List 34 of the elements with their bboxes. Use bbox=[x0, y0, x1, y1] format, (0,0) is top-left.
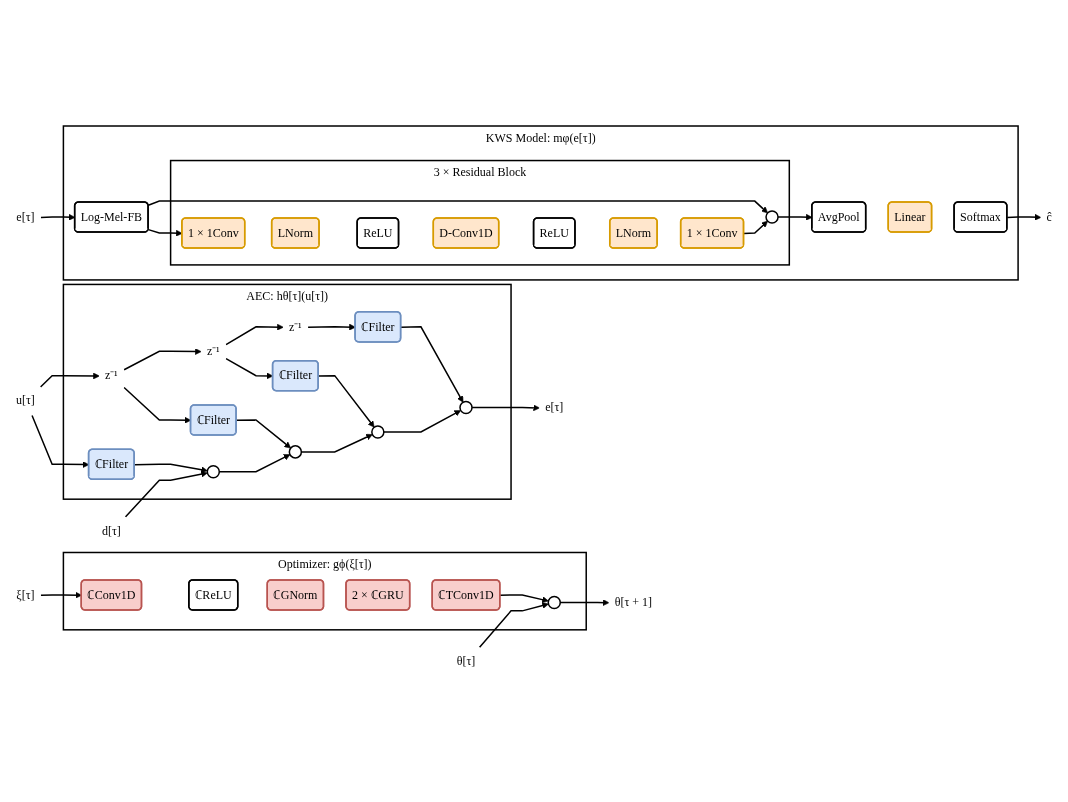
node-text: e[τ] bbox=[545, 400, 564, 414]
node-text: z⁻¹ bbox=[289, 319, 302, 333]
node-text: ĉ bbox=[1046, 209, 1052, 223]
arrow bbox=[300, 433, 373, 453]
arrow bbox=[39, 372, 100, 388]
arrow bbox=[307, 323, 356, 331]
arrow bbox=[1006, 213, 1042, 221]
arrow bbox=[383, 409, 461, 433]
node-circle bbox=[288, 444, 303, 459]
node-text: e[τ] bbox=[16, 209, 35, 223]
node-circle bbox=[765, 209, 779, 224]
node-circle bbox=[459, 400, 473, 414]
node-text: d[τ] bbox=[101, 523, 121, 537]
arrow bbox=[478, 601, 549, 648]
node-text: u[τ] bbox=[16, 392, 35, 406]
node-circle bbox=[371, 424, 385, 439]
node-text: ξ[τ] bbox=[16, 587, 35, 601]
arrow bbox=[124, 470, 208, 518]
arrow bbox=[225, 323, 284, 345]
node-text: θ[τ] bbox=[456, 654, 476, 668]
arrow bbox=[400, 325, 464, 403]
arrow bbox=[559, 598, 610, 606]
node-text: θ[τ + 1] bbox=[614, 595, 653, 609]
node-text: z⁻¹ bbox=[206, 344, 220, 357]
arrow bbox=[471, 404, 540, 411]
node-circle bbox=[206, 464, 221, 479]
arrow bbox=[40, 591, 82, 599]
node-circle bbox=[547, 595, 561, 609]
arrow bbox=[147, 199, 768, 213]
arrow bbox=[218, 453, 291, 473]
node-text: z⁻¹ bbox=[105, 368, 118, 382]
arrow bbox=[743, 220, 768, 234]
arrow bbox=[123, 347, 202, 371]
arrow bbox=[499, 593, 549, 603]
